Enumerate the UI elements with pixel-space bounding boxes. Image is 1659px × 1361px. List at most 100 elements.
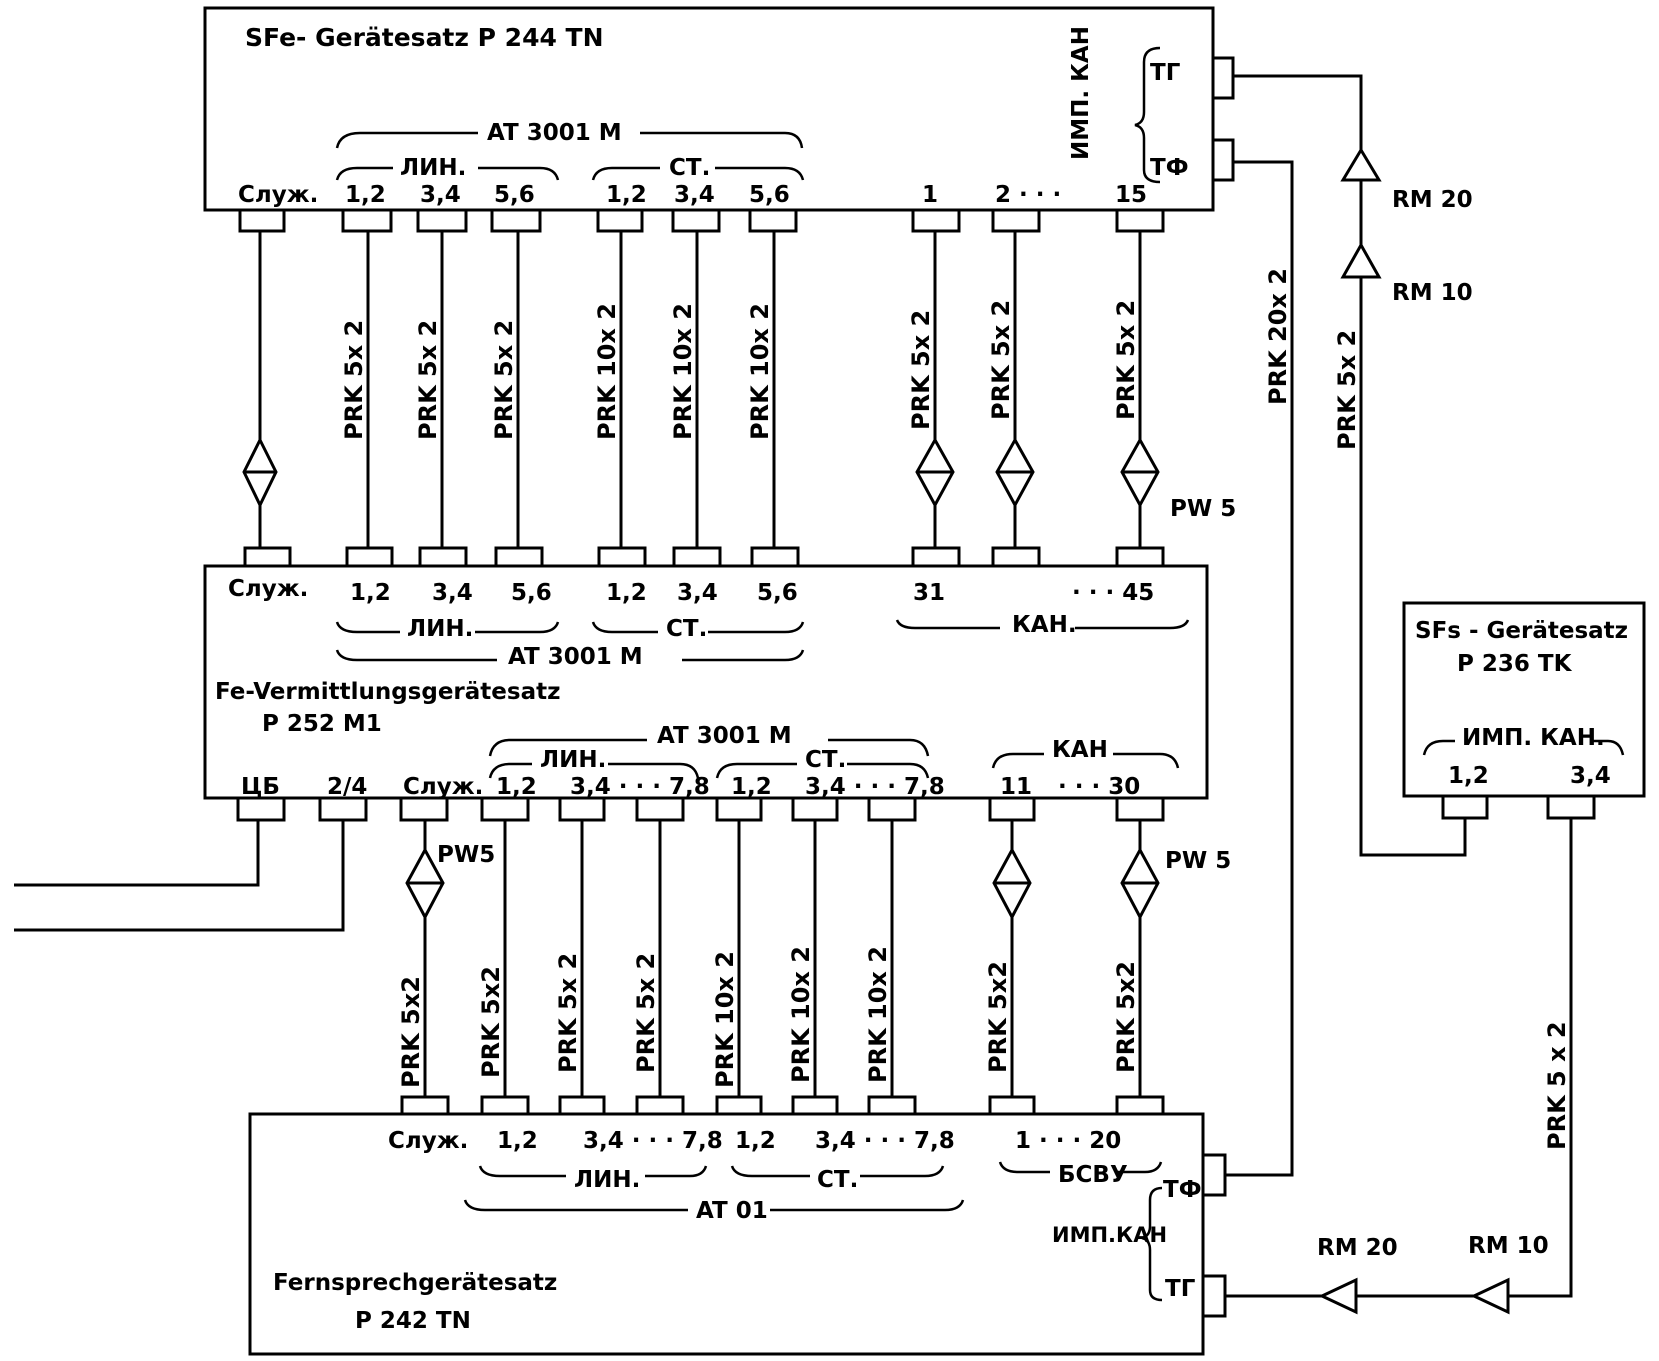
sfe-tg-connector <box>1211 56 1235 100</box>
fern-port-sluzh-label: Служ. <box>388 1128 468 1154</box>
fern-st-label: СТ. <box>817 1167 858 1193</box>
fe-connector-lin56 <box>494 546 544 568</box>
fe-bottom-at-label: AT 3001 M <box>657 723 792 749</box>
wire-fe-cb <box>14 820 260 887</box>
fern-connector-sluzh <box>400 1095 450 1116</box>
fe-bottom-st-label: СТ. <box>805 747 846 773</box>
cable-upper-1: PRK 5x 2 <box>340 320 368 440</box>
fe-top-lin-label: ЛИН. <box>407 616 473 642</box>
fern-connector-k20 <box>1115 1095 1165 1116</box>
sfe-port-k15-label: 15 <box>1115 182 1147 208</box>
fe-port-st12-label: 1,2 <box>606 580 647 606</box>
cable-upper-8: PRK 5x 2 <box>987 300 1015 420</box>
rm10-top-amplifier-symbol <box>1340 241 1382 279</box>
sfe-lin-label: ЛИН. <box>400 155 466 181</box>
rm10-bottom-amplifier-symbol <box>1470 1277 1510 1315</box>
fern-port-lin12-label: 1,2 <box>497 1128 538 1154</box>
rm10-bottom-label: RM 10 <box>1468 1233 1549 1259</box>
fern-tg-connector <box>1201 1274 1227 1318</box>
sfe-connector-k15 <box>1115 208 1165 233</box>
fe-port-st34-label: 3,4 <box>677 580 718 606</box>
fern-port-st12-label: 1,2 <box>735 1128 776 1154</box>
sfs-connector-12 <box>1441 794 1489 820</box>
fern-tf-connector <box>1201 1153 1227 1197</box>
pw-symbol-k2-upper <box>995 436 1035 509</box>
sfe-port-st34-label: 3,4 <box>674 182 715 208</box>
sfe-port-sluzh-label: Служ. <box>238 182 318 208</box>
sfe-port-lin56-label: 5,6 <box>494 182 535 208</box>
sfe-tg-label: ТГ <box>1150 60 1181 86</box>
fern-bsvu-label: БСВУ <box>1058 1162 1128 1188</box>
fern-connector-st34 <box>791 1095 839 1116</box>
sfe-imp-kan-brace <box>1134 46 1161 184</box>
fe-connector-blin78 <box>635 796 685 822</box>
pw5-lower-left-label: PW5 <box>437 842 495 868</box>
fe-bottom-at-brace <box>488 738 930 757</box>
pw-symbol-k1-upper <box>915 436 955 509</box>
cable-lower-8: PRK 5x2 <box>984 961 1012 1073</box>
fe-connector-bst12 <box>715 796 763 822</box>
fe-port-k30-label: · · · 30 <box>1058 774 1140 800</box>
fe-bottom-kan-label: КАН <box>1052 737 1108 763</box>
sfs-imp-kan-brace <box>1422 739 1625 756</box>
sfe-connector-lin12 <box>341 208 393 233</box>
sfe-connector-st34 <box>671 208 721 233</box>
fern-imp-kan-brace <box>1141 1186 1163 1302</box>
fe-port-blin34-label: 3,4 · · · 7,8 <box>570 774 710 800</box>
cable-upper-5: PRK 10x 2 <box>669 303 697 440</box>
sfe-port-lin34-label: 3,4 <box>420 182 461 208</box>
cable-upper-9: PRK 5x 2 <box>1112 300 1140 420</box>
sfe-title: SFe- Gerätesatz P 244 TN <box>245 23 604 52</box>
fern-lin-label: ЛИН. <box>574 1167 640 1193</box>
cable-upper-6: PRK 10x 2 <box>746 303 774 440</box>
fern-connector-lin78 <box>635 1095 685 1116</box>
fe-port-bsluzh-label: Служ. <box>403 774 483 800</box>
cable-lower-5: PRK 10x 2 <box>711 951 739 1088</box>
fern-title-line2: P 242 TN <box>355 1308 471 1334</box>
rm10-top-label: RM 10 <box>1392 280 1473 306</box>
pw-symbol-sluzh-lower <box>405 846 445 921</box>
pw-symbol-k11-lower <box>992 846 1032 921</box>
cable-lower-2: PRK 5x2 <box>477 966 505 1078</box>
fern-at-label: AT 01 <box>696 1198 768 1224</box>
sfe-port-lin12-label: 1,2 <box>345 182 386 208</box>
fe-connector-k11 <box>988 796 1036 822</box>
pw5-lower-right-label: PW 5 <box>1165 848 1231 874</box>
wire-tf-link <box>1225 160 1294 1177</box>
cable-lower-9: PRK 5x2 <box>1112 961 1140 1073</box>
fern-port-lin34-label: 3,4 · · · 7,8 <box>583 1128 723 1154</box>
fe-port-k11-label: 11 <box>1000 774 1032 800</box>
fe-port-st56-label: 5,6 <box>757 580 798 606</box>
fe-connector-blin12 <box>480 796 530 822</box>
cable-upper-4: PRK 10x 2 <box>593 303 621 440</box>
fe-top-st-label: СТ. <box>666 616 707 642</box>
fe-connector-lin34 <box>418 546 468 568</box>
fe-connector-blin34 <box>558 796 606 822</box>
fe-top-lin-brace <box>335 621 560 634</box>
fe-top-at-brace <box>335 649 805 662</box>
fe-title-line2: P 252 M1 <box>262 711 382 737</box>
sfe-at-brace <box>335 131 804 149</box>
fe-connector-bst78 <box>867 796 917 822</box>
fe-connector-sluzh <box>243 546 292 568</box>
fe-connector-st34 <box>672 546 722 568</box>
sfe-connector-lin34 <box>416 208 468 233</box>
cable-tf-link-label: PRK 20x 2 <box>1264 268 1292 405</box>
fern-connector-lin12 <box>480 1095 530 1116</box>
sfe-tf-label: ТФ <box>1150 155 1189 181</box>
sfs-connector-34 <box>1546 794 1596 820</box>
sfe-port-st12-label: 1,2 <box>606 182 647 208</box>
sfe-connector-sluzh <box>238 208 286 233</box>
fe-port-p24-label: 2/4 <box>327 774 367 800</box>
sfe-connector-lin56 <box>490 208 542 233</box>
wire-sfs-down <box>1225 818 1573 1298</box>
fe-port-cb-label: ЦБ <box>241 774 280 800</box>
fern-at-brace <box>463 1199 965 1212</box>
fe-port-bst12-label: 1,2 <box>731 774 772 800</box>
wire-tg-link <box>1233 74 1467 857</box>
sfs-unit-box <box>1402 601 1646 798</box>
sfe-connector-k2 <box>991 208 1041 233</box>
fe-bottom-kan-brace <box>991 752 1180 769</box>
fe-connector-bsluzh <box>399 796 449 822</box>
